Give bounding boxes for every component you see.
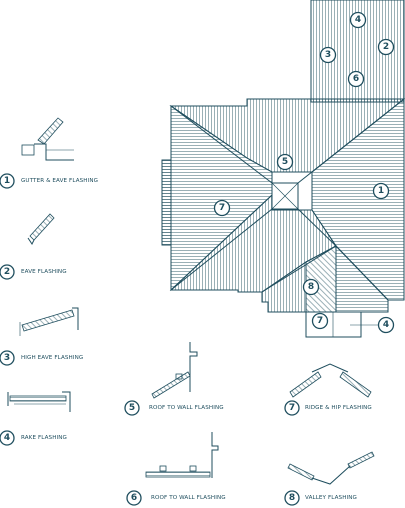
roof-markers: 4 3 2 6 5 1 7 8	[213, 11, 395, 334]
svg-text:5: 5	[129, 403, 135, 413]
svg-text:6: 6	[131, 493, 137, 503]
svg-text:3: 3	[4, 353, 10, 363]
roof-plan	[161, 0, 405, 338]
hip-lines	[170, 98, 405, 301]
svg-text:7: 7	[219, 203, 225, 213]
detail-high-eave-flashing: 3 HIGH EAVE FLASHING	[0, 307, 83, 366]
skylight	[271, 182, 299, 210]
marker-8-valley: 8	[302, 278, 320, 296]
roof-to-wall-flashing-alt-icon	[145, 432, 219, 478]
detail-rake-flashing: 4 RAKE FLASHING	[0, 391, 71, 446]
svg-text:RIDGE & HIP FLASHING: RIDGE & HIP FLASHING	[305, 405, 372, 411]
marker-7-hip: 7	[213, 199, 231, 217]
svg-text:ROOF TO WALL FLASHING: ROOF TO WALL FLASHING	[151, 495, 226, 501]
svg-text:2: 2	[4, 267, 10, 277]
valley-flashing-icon	[287, 451, 375, 485]
marker-5-skylight: 5	[276, 153, 294, 171]
marker-4-porch: 4	[350, 316, 395, 334]
detail-valley-flashing: 8 VALLEY FLASHING	[284, 451, 375, 506]
roof-to-wall-flashing-icon	[151, 342, 198, 399]
svg-text:3: 3	[325, 50, 331, 60]
svg-text:HIGH EAVE FLASHING: HIGH EAVE FLASHING	[21, 355, 83, 361]
marker-4-upper: 4	[349, 11, 367, 29]
marker-7-gable: 7	[311, 312, 329, 330]
gutter-eave-flashing-icon	[21, 117, 74, 161]
svg-text:4: 4	[355, 15, 361, 25]
detail-gutter-eave-flashing: 1 GUTTER & EAVE FLASHING	[0, 117, 98, 189]
marker-1-east: 1	[372, 182, 390, 200]
roof-plane-west-bump	[161, 159, 172, 246]
svg-text:7: 7	[317, 316, 323, 326]
svg-text:ROOF TO WALL FLASHING: ROOF TO WALL FLASHING	[149, 405, 224, 411]
detail-eave-flashing: 2 EAVE FLASHING	[0, 213, 67, 280]
marker-3-upper: 3	[319, 46, 337, 64]
svg-text:GUTTER & EAVE FLASHING: GUTTER & EAVE FLASHING	[21, 178, 98, 184]
svg-text:6: 6	[353, 74, 359, 84]
eave-flashing-icon	[27, 213, 55, 245]
svg-text:4: 4	[4, 433, 10, 443]
svg-text:4: 4	[383, 320, 389, 330]
svg-text:VALLEY FLASHING: VALLEY FLASHING	[305, 495, 357, 501]
svg-text:1: 1	[378, 186, 384, 196]
high-eave-flashing-icon	[19, 307, 79, 336]
detail-roof-to-wall-flashing-5: 5 ROOF TO WALL FLASHING	[124, 342, 224, 416]
rake-flashing-icon	[7, 391, 71, 412]
marker-2-upper: 2	[377, 38, 395, 56]
marker-6-upper: 6	[347, 70, 365, 88]
svg-text:RAKE FLASHING: RAKE FLASHING	[21, 435, 67, 441]
ridge-hip-flashing-icon	[289, 363, 372, 398]
detail-ridge-hip-flashing: 7 RIDGE & HIP FLASHING	[284, 363, 372, 416]
svg-text:8: 8	[308, 282, 314, 292]
detail-roof-to-wall-flashing-6: 6 ROOF TO WALL FLASHING	[126, 432, 226, 506]
svg-text:EAVE FLASHING: EAVE FLASHING	[21, 269, 67, 275]
svg-text:2: 2	[383, 42, 389, 52]
svg-text:1: 1	[4, 176, 10, 186]
svg-text:5: 5	[282, 157, 288, 167]
svg-text:7: 7	[289, 403, 295, 413]
svg-text:8: 8	[289, 493, 295, 503]
